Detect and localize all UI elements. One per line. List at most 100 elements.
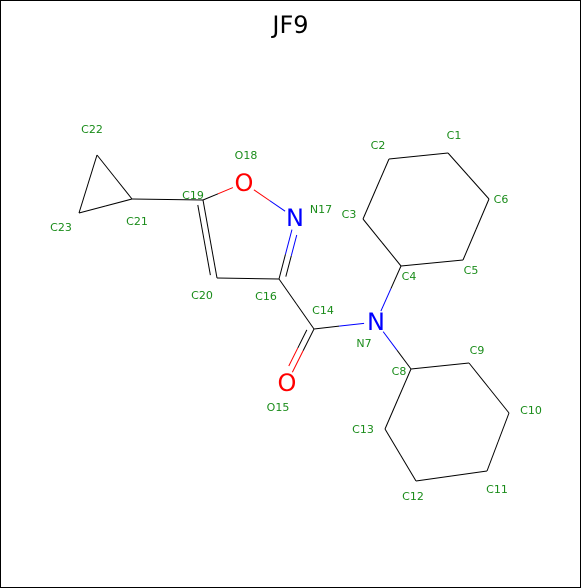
bond-C8-C9 xyxy=(410,362,470,370)
bond-line xyxy=(431,259,464,264)
bond-C13-C8 xyxy=(384,368,412,430)
bond-O18-C19 xyxy=(202,187,234,201)
bond-C3-C4 xyxy=(362,218,402,267)
bond-line xyxy=(197,204,205,241)
bond-C11-C12 xyxy=(415,470,488,482)
bond-line xyxy=(202,193,219,201)
bond-C1-C2 xyxy=(388,152,449,160)
bond-C21-C22 xyxy=(96,154,133,200)
bond-line xyxy=(313,325,340,330)
bond-line xyxy=(87,154,98,185)
bond-line xyxy=(285,255,292,277)
bond-line xyxy=(362,218,383,243)
bond-line xyxy=(78,205,106,214)
bond-line xyxy=(475,198,490,230)
atom-label-o18: O18 xyxy=(235,149,258,162)
bond-line xyxy=(375,158,390,190)
bond-line xyxy=(497,412,510,443)
atom-symbol-o18: O xyxy=(235,169,254,197)
bond-line xyxy=(114,176,133,200)
bond-line xyxy=(380,288,392,312)
bond-C12-C13 xyxy=(384,428,417,482)
bond-line xyxy=(388,155,419,160)
bond-line xyxy=(381,242,402,267)
atom-label-c19: C19 xyxy=(182,189,204,202)
bond-line xyxy=(468,362,490,389)
bond-line xyxy=(439,362,470,367)
bond-C22-C23 xyxy=(78,154,98,214)
atom-label-n17: N17 xyxy=(310,203,332,216)
bond-line xyxy=(209,238,218,279)
bond-line xyxy=(468,175,490,200)
bond-C9-C10 xyxy=(468,362,510,414)
atom-label-c2: C2 xyxy=(371,139,386,152)
bond-line xyxy=(202,199,211,240)
bond-line xyxy=(382,331,398,351)
bond-line xyxy=(410,365,441,370)
bond-N7-C14 xyxy=(313,322,365,330)
atom-label-c10: C10 xyxy=(520,404,542,417)
bond-line xyxy=(400,454,417,482)
molecule-title: JF9 xyxy=(272,11,309,39)
bond-line xyxy=(396,350,412,370)
bond-line xyxy=(302,328,315,351)
bond-line xyxy=(217,187,234,195)
bond-line xyxy=(296,303,315,330)
bond-line xyxy=(269,200,286,212)
bond-line xyxy=(278,254,286,280)
bond-N7-C8 xyxy=(382,331,412,370)
bond-C19-C21 xyxy=(131,198,204,201)
atom-label-c6: C6 xyxy=(494,193,509,206)
bond-line xyxy=(278,278,297,305)
atom-label-c1: C1 xyxy=(447,129,462,142)
bond-C14-C16 xyxy=(278,278,315,330)
bond-line xyxy=(462,229,477,261)
atom-label-c13: C13 xyxy=(352,423,374,436)
bond-line xyxy=(384,428,401,456)
bond-C5-C6 xyxy=(462,198,490,261)
bond-C23-C21 xyxy=(78,198,133,214)
atom-label-c3: C3 xyxy=(342,208,357,221)
bond-line xyxy=(488,387,510,414)
bond-C16-N17 xyxy=(278,229,298,280)
bond-line xyxy=(284,229,293,255)
bond-C10-C11 xyxy=(486,412,510,472)
bond-N17-O18 xyxy=(253,189,286,212)
atom-label-c8: C8 xyxy=(392,365,407,378)
bond-line xyxy=(290,234,298,256)
atom-label-c4: C4 xyxy=(402,270,417,283)
bond-line xyxy=(247,278,280,280)
bond-line xyxy=(216,277,249,279)
bond-line xyxy=(451,470,488,477)
bond-line xyxy=(105,198,133,207)
bond-line xyxy=(297,329,308,349)
bond-line xyxy=(291,350,304,373)
bond-line xyxy=(362,188,377,220)
bond-C14-O15 xyxy=(288,328,315,373)
atom-label-c12: C12 xyxy=(402,490,424,503)
bond-line xyxy=(96,154,115,178)
bond-C19-C20 xyxy=(197,199,218,279)
atom-label-c20: C20 xyxy=(191,289,213,302)
bond-line xyxy=(415,475,452,482)
atom-label-c21: C21 xyxy=(126,215,148,228)
bond-line xyxy=(253,189,270,201)
bond-line xyxy=(131,198,168,200)
bond-line xyxy=(486,441,499,472)
bond-line xyxy=(400,262,433,267)
bond-C2-C3 xyxy=(362,158,390,220)
atom-label-c5: C5 xyxy=(464,264,479,277)
bond-line xyxy=(390,265,402,289)
atom-label-n7: N7 xyxy=(356,337,371,350)
bond-C20-C16 xyxy=(216,277,280,280)
atom-label-c16: C16 xyxy=(255,290,277,303)
bond-line xyxy=(397,368,412,400)
atom-label-o15: O15 xyxy=(267,401,290,414)
bond-line xyxy=(78,183,89,214)
bond-line xyxy=(338,322,365,327)
bond-line xyxy=(418,152,449,157)
bond-line xyxy=(167,199,204,201)
atom-label-c22: C22 xyxy=(81,123,103,136)
